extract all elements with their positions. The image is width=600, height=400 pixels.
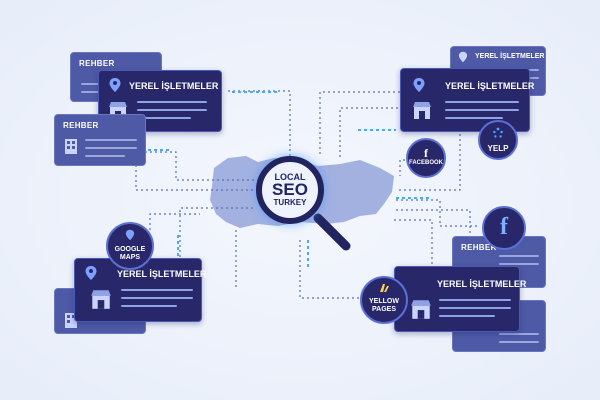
badge-label: FACEBOOK [408,160,443,166]
store-icon [91,290,111,309]
card-line [85,155,125,157]
center-line-3: TURKEY [273,198,307,207]
walking-fingers-icon [380,284,389,292]
center-line-1: LOCAL [274,172,306,182]
building-icon [65,139,77,154]
yerel-card-top-left[interactable]: YEREL İŞLETMELER [98,70,222,132]
card-line [499,263,539,265]
card-line [499,333,539,335]
card-line [445,101,519,103]
card-line [81,91,103,93]
facebook-small-badge[interactable]: f FACEBOOK [406,138,446,178]
yerel-card-bottom-left[interactable]: YEREL İŞLETMELER [74,258,206,322]
badge-line-2: PAGES [372,306,396,313]
google-maps-badge[interactable]: GOOGLE MAPS [106,222,154,270]
yerel-card-top-right[interactable]: YEREL İŞLETMELER [400,68,534,132]
facebook-icon: f [424,146,428,160]
yellow-pages-badge[interactable]: YELLOW PAGES [360,276,408,324]
rehber-label: REHBER [461,243,497,252]
map-pin-icon [458,51,468,63]
card-line [445,109,519,111]
card-line [439,315,495,317]
badge-line-2: MAPS [119,254,141,261]
rehber-label: REHBER [79,59,115,68]
map-pin-icon [413,78,425,92]
rehber-card-mid-left: REHBER [54,114,146,166]
facebook-icon: f [500,214,508,240]
card-title: YEREL İŞLETMELER [437,279,527,289]
center-line-2: SEO [272,180,308,199]
card-title: YEREL İŞLETMELER [117,269,207,279]
connector-right [396,199,480,227]
yerel-card-bottom-right[interactable]: YEREL İŞLETMELER [394,266,526,332]
card-line [445,117,503,119]
card-title: YEREL İŞLETMELER [475,53,545,60]
store-icon [413,102,431,119]
card-line [121,289,193,291]
connector-top-left [228,90,291,160]
yelp-icon [493,127,503,138]
map-pin-icon [125,229,135,241]
magnifier-handle [313,213,351,251]
card-line [499,255,539,257]
local-seo-magnifier: LOCAL SEO TURKEY [256,156,324,224]
badge-line-1: YELLOW [369,298,399,305]
card-line [81,83,103,85]
card-line [85,147,137,149]
yelp-badge[interactable]: YELP [478,120,518,160]
badge-label: YELP [487,144,509,153]
card-line [439,299,511,301]
connector-top-right [319,91,400,156]
store-icon [411,300,431,319]
map-pin-icon [85,266,97,280]
card-title: YEREL İŞLETMELER [129,81,219,91]
card-line [499,341,539,343]
rehber-label: REHBER [63,121,99,130]
card-title: YEREL İŞLETMELER [445,81,535,91]
card-line [121,297,193,299]
card-line [137,109,207,111]
facebook-large-badge[interactable]: f [482,206,526,250]
card-line [137,117,191,119]
card-line [137,101,207,103]
map-pin-icon [109,78,121,92]
badge-line-1: GOOGLE [114,246,146,253]
card-line [121,305,177,307]
card-line [85,139,137,141]
card-line [439,307,511,309]
